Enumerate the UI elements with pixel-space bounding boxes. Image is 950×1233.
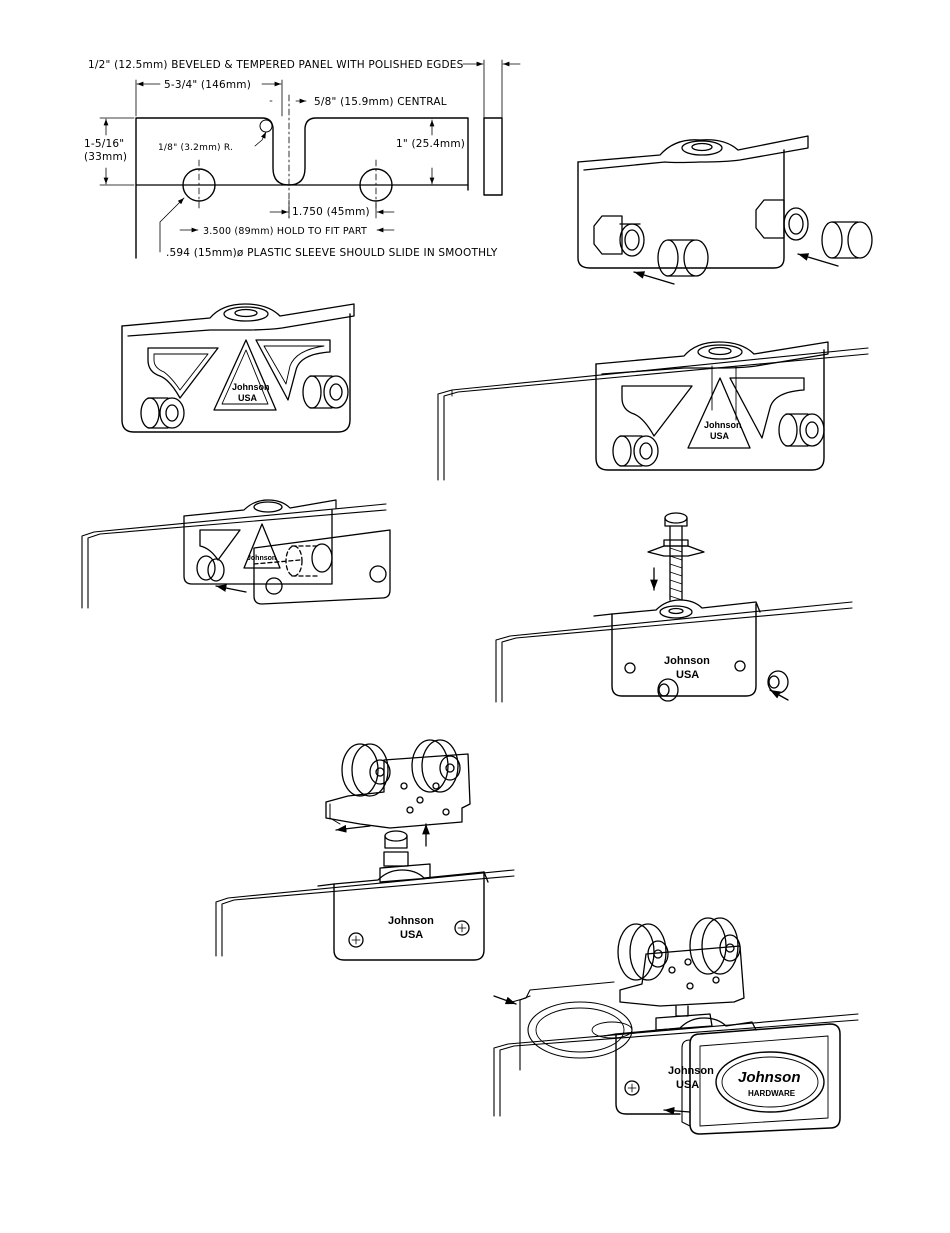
stamp-usa: USA bbox=[710, 431, 730, 441]
width-dimension-label: 5-3/4" (146mm) bbox=[164, 79, 251, 91]
step-insert-sleeves bbox=[577, 135, 873, 285]
stamp-johnson: Johnson bbox=[664, 655, 710, 667]
step-bolt-insert: Johnson USA bbox=[495, 512, 853, 703]
height-dimension-label: 1-5/16" bbox=[84, 138, 124, 150]
height-dimension-metric: (33mm) bbox=[84, 151, 127, 163]
stamp-usa: USA bbox=[676, 1079, 699, 1091]
stamp-johnson: Johnson bbox=[388, 915, 434, 927]
stamp-johnson: Johnson bbox=[738, 1069, 801, 1086]
hole-spacing-label: 1.750 (45mm) bbox=[292, 206, 370, 218]
stamp-johnson: Johnson bbox=[247, 555, 276, 562]
stamp-usa: USA bbox=[400, 929, 423, 941]
hold-dimension-label: 3.500 (89mm) HOLD TO FIT PART bbox=[203, 226, 367, 237]
sleeve-note-label: .594 (15mm)ø PLASTIC SLEEVE SHOULD SLIDE… bbox=[166, 247, 498, 259]
stamp-johnson: Johnson bbox=[232, 382, 270, 392]
dimension-drawing: 1/2" (12.5mm) BEVELED & TEMPERED PANEL W… bbox=[84, 59, 521, 259]
depth-dimension-label: 1" (25.4mm) bbox=[396, 138, 465, 150]
panel-note-label: 1/2" (12.5mm) BEVELED & TEMPERED PANEL W… bbox=[88, 59, 464, 71]
step-bracket-assembled: Johnson USA bbox=[121, 303, 355, 433]
step-attach-roller: Johnson USA bbox=[215, 739, 515, 961]
stamp-usa: USA bbox=[238, 393, 258, 403]
radius-dimension-label: 1/8" (3.2mm) R. bbox=[158, 143, 233, 153]
stamp-usa: USA bbox=[676, 669, 699, 681]
stamp-hardware: HARDWARE bbox=[748, 1089, 796, 1098]
stamp-johnson: Johnson bbox=[704, 420, 742, 430]
step-bracket-on-glass: Johnson USA bbox=[437, 341, 869, 481]
step-cover-plate: Johnson bbox=[81, 499, 391, 609]
step-final-assembly: Johnson USA Johnson HARDWARE bbox=[493, 917, 859, 1135]
slot-dimension-label: 5/8" (15.9mm) CENTRAL bbox=[314, 96, 447, 108]
stamp-johnson: Johnson bbox=[668, 1065, 714, 1077]
